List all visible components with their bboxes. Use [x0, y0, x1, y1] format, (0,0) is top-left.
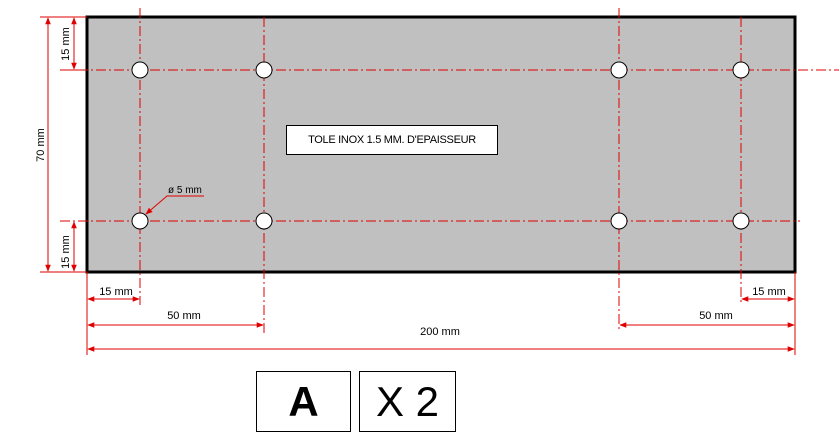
holes: [131, 61, 750, 230]
material-note: TOLE INOX 1.5 MM. D'EPAISSEUR: [286, 125, 498, 155]
hole: [131, 61, 149, 79]
centerlines: [60, 8, 839, 335]
dim-text-left-offset: 15 mm: [99, 286, 133, 298]
dim-text-left-spacing: 50 mm: [167, 310, 201, 322]
hole: [610, 61, 628, 79]
dim-text-width-total: 200 mm: [420, 326, 460, 338]
hole: [732, 212, 750, 230]
dim-text-right-offset: 15 mm: [752, 286, 786, 298]
dimension-lines: [45, 17, 795, 352]
hole-diameter-leader: [145, 195, 204, 215]
hole: [131, 212, 149, 230]
dim-text-bottom-offset: 15 mm: [60, 235, 72, 269]
hole: [732, 61, 750, 79]
hole: [255, 212, 273, 230]
extension-lines: [40, 16, 796, 355]
dim-text-right-spacing: 50 mm: [699, 310, 733, 322]
dim-text-top-offset: 15 mm: [60, 27, 72, 61]
part-letter-box: A: [256, 371, 351, 432]
hole: [255, 61, 273, 79]
hole: [610, 212, 628, 230]
quantity-box: X 2: [359, 371, 456, 432]
dim-text-height-total: 70 mm: [35, 128, 47, 162]
dim-text-hole-diameter: ø 5 mm: [168, 185, 202, 196]
